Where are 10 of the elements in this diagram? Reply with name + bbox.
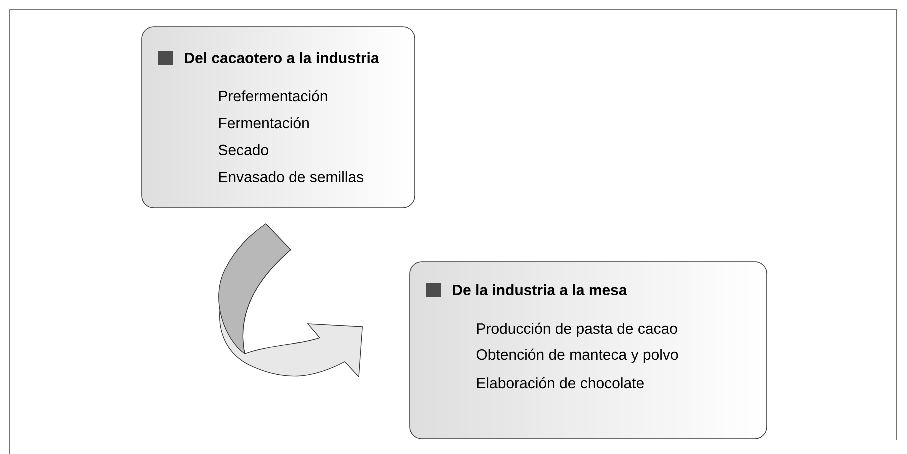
box-heading: De la industria a la mesa — [453, 284, 628, 296]
list-item: Elaboración de chocolate — [477, 377, 644, 389]
curved-arrow — [218, 224, 363, 378]
list-item: Prefermentación — [219, 90, 328, 102]
list-item: Secado — [218, 144, 268, 156]
list-item: Envasado de semillas — [219, 171, 364, 182]
list-item: Obtención de manteca y polvo — [476, 348, 678, 364]
list-item: Producción de pasta de cacao — [477, 322, 678, 338]
box-heading: Del cacaotero a la industria — [185, 52, 380, 64]
list-item: Fermentación — [219, 117, 309, 129]
